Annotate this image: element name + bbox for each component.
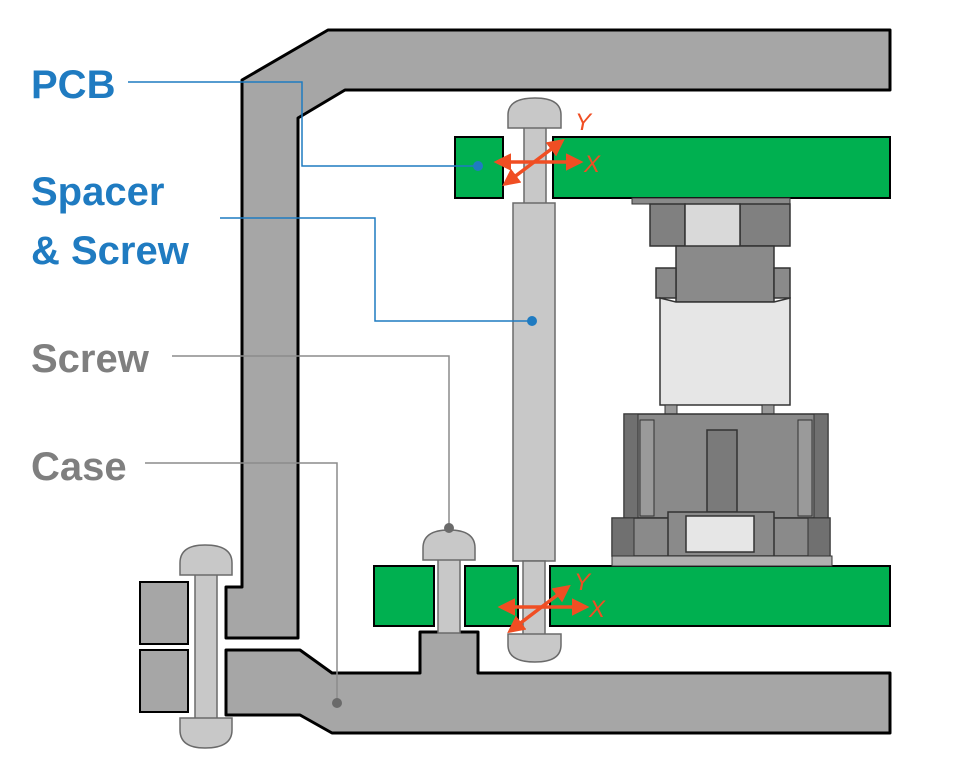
top-x-axis-label: X: [583, 151, 601, 178]
bottom-pcb-middle: [464, 565, 519, 627]
labels: PCB Spacer & Screw Screw Case: [31, 63, 190, 489]
pcb-leader-dot: [473, 161, 483, 171]
case-leader-line: [145, 462, 338, 703]
top-xy-arrows: Y X: [493, 109, 601, 187]
case-screw: [179, 544, 233, 749]
spacer-screw-lower-shaft: [522, 560, 546, 638]
case: [139, 28, 892, 735]
screw-leader-line: [172, 355, 450, 528]
case-upper: [224, 28, 892, 640]
case-mount-block-top: [139, 581, 189, 645]
pcb-leader-line: [128, 81, 478, 167]
bottom-pcb-right: [549, 565, 891, 627]
case-label: Case: [31, 445, 127, 489]
screw-label: Screw: [31, 337, 150, 381]
top-pcb: [454, 136, 891, 199]
spacer-screw-nut: [507, 633, 562, 663]
bottom-pcb-left: [373, 565, 435, 627]
bottom-pcb: [373, 565, 891, 627]
spacer-label-line2: & Screw: [31, 229, 190, 273]
bottom-y-axis-label: Y: [574, 569, 592, 596]
bottom-xy-arrows: Y X: [497, 569, 606, 634]
case-leader-dot: [332, 698, 342, 708]
top-pcb-right: [552, 136, 891, 199]
spacer-leader-dot: [527, 316, 537, 326]
spacer-leader-line: [220, 217, 532, 322]
boss-screw: [422, 529, 476, 634]
connector-component: [611, 197, 833, 567]
bottom-y-arrow: [507, 584, 571, 634]
spacer-label-line1: Spacer: [31, 170, 164, 214]
top-y-arrow: [502, 138, 565, 187]
screw-leader-dot: [444, 523, 454, 533]
case-mount-block-bottom: [139, 649, 189, 713]
case-lower: [224, 630, 892, 735]
top-y-axis-label: Y: [575, 109, 593, 136]
spacer-body: [512, 202, 556, 562]
bottom-x-axis-label: X: [588, 596, 606, 623]
pcb-label: PCB: [31, 63, 115, 107]
leader-lines: [128, 81, 537, 708]
spacer-screw-head: [507, 97, 562, 129]
